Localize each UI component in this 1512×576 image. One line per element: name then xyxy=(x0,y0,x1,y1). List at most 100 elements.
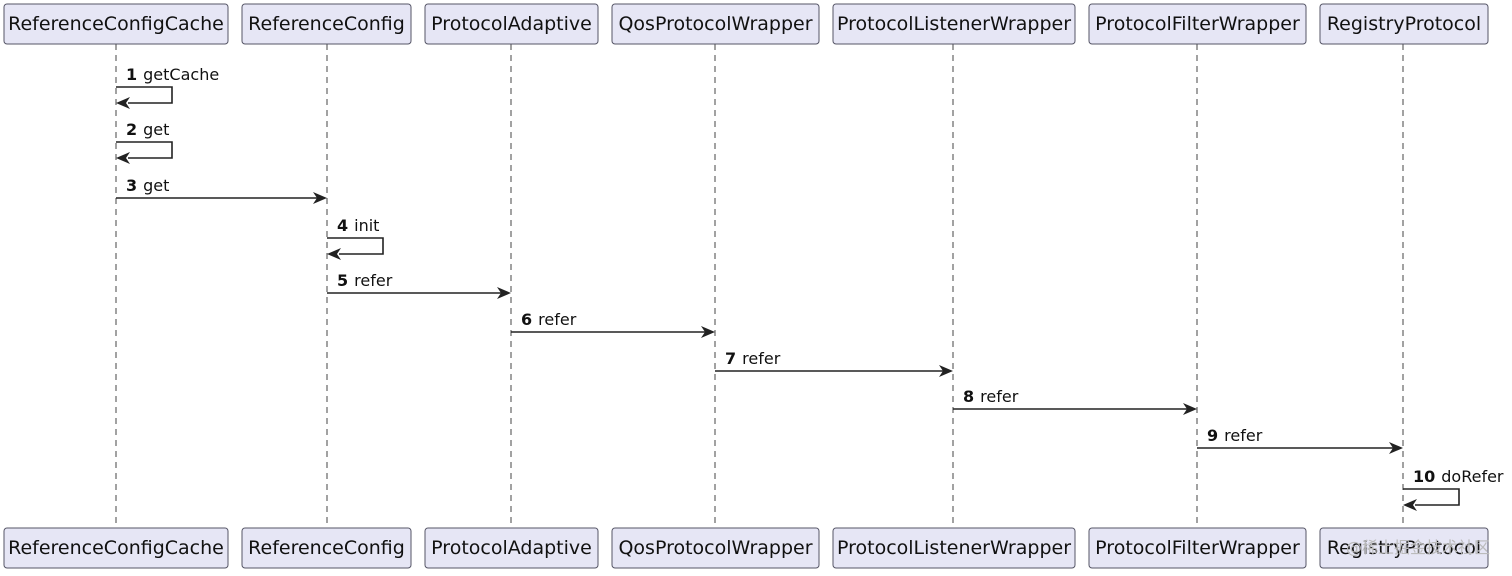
message-number: 9 xyxy=(1207,426,1218,445)
participant-label: ProtocolFilterWrapper xyxy=(1095,13,1300,35)
message: 2 get xyxy=(116,120,173,164)
participant-label: ReferenceConfig xyxy=(248,537,405,559)
message-text: getCache xyxy=(143,65,219,84)
message-label: 6 refer xyxy=(521,310,577,329)
participant-label: ReferenceConfigCache xyxy=(8,537,224,559)
message: 1 getCache xyxy=(116,65,219,109)
participant-label: QosProtocolWrapper xyxy=(618,13,812,35)
message-text: init xyxy=(354,216,379,235)
message-label: 9 refer xyxy=(1207,426,1263,445)
arrow-head xyxy=(116,97,130,109)
message: 10 doRefer xyxy=(1403,467,1504,511)
message: 4 init xyxy=(327,216,384,260)
message-text: refer xyxy=(980,387,1019,406)
participant-box xyxy=(424,527,599,569)
participant-label: ProtocolListenerWrapper xyxy=(837,13,1071,35)
message-text: refer xyxy=(354,271,393,290)
arrow-head xyxy=(497,287,511,299)
message-line xyxy=(116,86,173,104)
message-number: 1 xyxy=(126,65,137,84)
message-line xyxy=(1403,488,1460,506)
message-label: 5 refer xyxy=(337,271,393,290)
message-number: 2 xyxy=(126,120,137,139)
message-number: 5 xyxy=(337,271,348,290)
participant-box xyxy=(832,3,1076,45)
participant-box xyxy=(1088,3,1307,45)
participant-box xyxy=(424,3,599,45)
participant-label: RegistryProtocol xyxy=(1327,537,1481,559)
participant-label: QosProtocolWrapper xyxy=(618,537,812,559)
message-label: 8 refer xyxy=(963,387,1019,406)
participant-box xyxy=(611,3,820,45)
message: 6 refer xyxy=(511,310,715,338)
message-label: 10 doRefer xyxy=(1413,467,1504,486)
participant-bottom: ProtocolFilterWrapper xyxy=(1088,527,1307,569)
participant-box xyxy=(611,527,820,569)
participant-label: ProtocolListenerWrapper xyxy=(837,537,1071,559)
participant-label: RegistryProtocol xyxy=(1327,13,1481,35)
participant-label: ProtocolAdaptive xyxy=(431,537,592,559)
message-text: get xyxy=(143,176,169,195)
watermark-text: @稀土掘金技术社区 xyxy=(1346,538,1490,557)
participant-bottom: ReferenceConfigCache xyxy=(3,527,229,569)
message-line xyxy=(327,237,384,255)
arrow-head xyxy=(116,152,130,164)
arrow-head xyxy=(939,365,953,377)
participant-top: ReferenceConfig xyxy=(241,3,412,45)
arrow-head xyxy=(313,192,327,204)
lifelines xyxy=(115,44,1404,528)
participants-top: ReferenceConfigCache ReferenceConfig Proto… xyxy=(3,3,1489,45)
message-number: 10 xyxy=(1413,467,1435,486)
message-label: 7 refer xyxy=(725,349,781,368)
participant-top: ProtocolAdaptive xyxy=(424,3,599,45)
message-label: 2 get xyxy=(126,120,169,139)
message-number: 7 xyxy=(725,349,736,368)
arrow-head xyxy=(1403,499,1417,511)
participant-bottom: QosProtocolWrapper xyxy=(611,527,820,569)
participant-top: QosProtocolWrapper xyxy=(611,3,820,45)
participant-box xyxy=(832,527,1076,569)
messages: 1 getCache 2 get 3 get 4 init 5 refer 6 refer 7 refer… xyxy=(116,65,1504,511)
message-line xyxy=(116,141,173,159)
participant-bottom: ProtocolListenerWrapper xyxy=(832,527,1076,569)
participant-top: ProtocolListenerWrapper xyxy=(832,3,1076,45)
participant-bottom: ProtocolAdaptive xyxy=(424,527,599,569)
message-label: 1 getCache xyxy=(126,65,219,84)
participant-box xyxy=(1088,527,1307,569)
message-label: 4 init xyxy=(337,216,379,235)
message-label: 3 get xyxy=(126,176,169,195)
message: 8 refer xyxy=(953,387,1197,415)
participant-label: ProtocolFilterWrapper xyxy=(1095,537,1300,559)
participant-box xyxy=(3,3,229,45)
message-text: refer xyxy=(1224,426,1263,445)
participant-box xyxy=(1319,527,1489,569)
participant-label: ProtocolAdaptive xyxy=(431,13,592,35)
message-text: refer xyxy=(742,349,781,368)
participant-box xyxy=(3,527,229,569)
message-text: get xyxy=(143,120,169,139)
arrow-head xyxy=(701,326,715,338)
arrow-head xyxy=(1183,403,1197,415)
participants-bottom: ReferenceConfigCache ReferenceConfig Proto… xyxy=(3,527,1489,569)
message-number: 8 xyxy=(963,387,974,406)
message: 7 refer xyxy=(715,349,953,377)
participant-box xyxy=(241,527,412,569)
participant-bottom: RegistryProtocol xyxy=(1319,527,1489,569)
message-text: refer xyxy=(538,310,577,329)
message-text: doRefer xyxy=(1441,467,1504,486)
participant-bottom: ReferenceConfig xyxy=(241,527,412,569)
participant-top: ProtocolFilterWrapper xyxy=(1088,3,1307,45)
message-number: 3 xyxy=(126,176,137,195)
participant-top: RegistryProtocol xyxy=(1319,3,1489,45)
participant-label: ReferenceConfigCache xyxy=(8,13,224,35)
message-number: 6 xyxy=(521,310,532,329)
message: 9 refer xyxy=(1197,426,1403,454)
message: 3 get xyxy=(116,176,327,204)
participant-box xyxy=(241,3,412,45)
arrow-head xyxy=(1389,442,1403,454)
message-number: 4 xyxy=(337,216,348,235)
participant-top: ReferenceConfigCache xyxy=(3,3,229,45)
message: 5 refer xyxy=(327,271,511,299)
participant-label: ReferenceConfig xyxy=(248,13,405,35)
